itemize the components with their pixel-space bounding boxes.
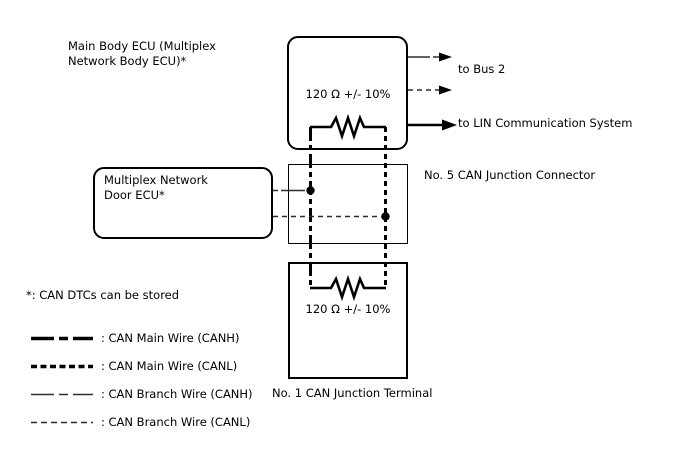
- to-bus2-label: to Bus 2: [458, 62, 506, 76]
- legend-label-branch-canh: : CAN Branch Wire (CANH): [101, 387, 253, 401]
- resistor-top-value: 120 Ω +/- 10%: [305, 87, 391, 101]
- lin-arrowhead: [442, 119, 457, 131]
- bus2-arrowhead: [439, 52, 452, 62]
- junction-terminal-box: [288, 262, 408, 379]
- legend-row-main-canh: : CAN Main Wire (CANH): [30, 331, 239, 345]
- to-lin-label: to LIN Communication System: [458, 116, 633, 130]
- door-ecu-label: Multiplex Network Door ECU*: [104, 173, 208, 203]
- legend-label-main-canh: : CAN Main Wire (CANH): [101, 331, 240, 345]
- junction-connector-box: [288, 164, 408, 244]
- legend-row-branch-canl: : CAN Branch Wire (CANL): [30, 415, 250, 429]
- legend-swatch-branch-canh: [31, 393, 93, 395]
- legend-label-branch-canl: : CAN Branch Wire (CANL): [101, 415, 251, 429]
- junction-terminal-label: No. 1 CAN Junction Terminal: [272, 386, 433, 400]
- legend-swatch-branch-canl: [31, 421, 93, 423]
- legend-row-main-canl: : CAN Main Wire (CANL): [30, 359, 237, 373]
- legend-swatch-main-canh: [31, 336, 93, 340]
- resistor-bottom-value: 120 Ω +/- 10%: [305, 302, 391, 316]
- legend-swatch-main-canl: [31, 364, 93, 368]
- canl-arrowhead: [439, 85, 452, 95]
- dtc-note: *: CAN DTCs can be stored: [26, 288, 180, 302]
- junction-connector-label: No. 5 CAN Junction Connector: [424, 168, 596, 182]
- legend-row-branch-canh: : CAN Branch Wire (CANH): [30, 387, 253, 401]
- legend-label-main-canl: : CAN Main Wire (CANL): [101, 359, 238, 373]
- door-ecu-box: [93, 167, 273, 239]
- main-body-ecu-label: Main Body ECU (Multiplex Network Body EC…: [68, 39, 216, 69]
